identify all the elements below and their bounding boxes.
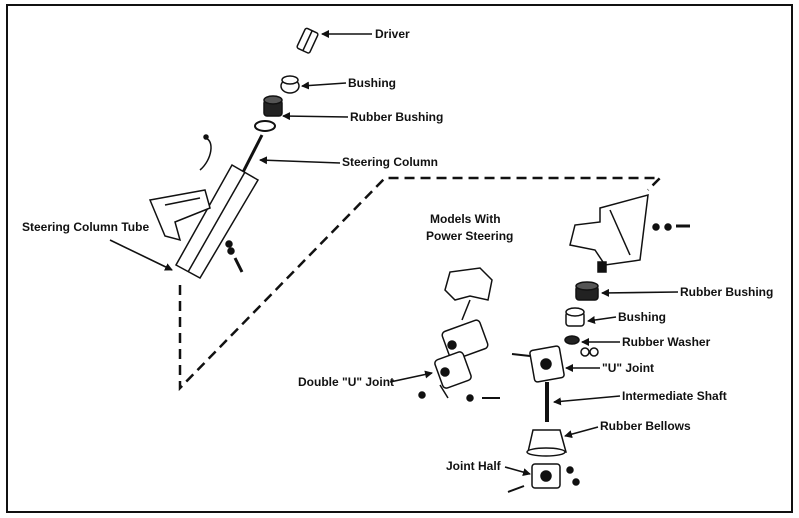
label-bushing-right: Bushing <box>618 310 666 324</box>
double-u-joint-assembly <box>418 267 500 402</box>
label-rubber-bellows: Rubber Bellows <box>600 419 691 433</box>
label-driver: Driver <box>375 27 410 41</box>
label-joint-half: Joint Half <box>446 459 501 473</box>
label-rubber-bushing-top: Rubber Bushing <box>350 110 444 124</box>
label-models-line2: Power Steering <box>426 229 514 243</box>
label-bushing-top: Bushing <box>348 76 396 90</box>
steering-column-assembly <box>148 27 319 280</box>
dashed-outline <box>178 176 664 392</box>
bushing-part-top <box>280 75 300 94</box>
label-rubber-washer: Rubber Washer <box>622 335 711 349</box>
label-rubber-bushing-right: Rubber Bushing <box>680 285 774 299</box>
mount-bracket <box>148 189 211 242</box>
label-models-line1: Models With <box>430 212 501 226</box>
ring-part <box>254 120 276 132</box>
label-steering-column: Steering Column <box>342 155 439 169</box>
figure-border <box>6 4 793 513</box>
label-u-joint: "U" Joint <box>602 361 655 375</box>
rubber-bushing-part-top <box>263 95 283 117</box>
leader-lines <box>109 30 679 476</box>
label-steering-column-tube: Steering Column Tube <box>22 220 150 234</box>
intermediate-shaft-assembly <box>507 193 690 493</box>
label-intermediate-shaft: Intermediate Shaft <box>622 389 727 403</box>
driver-part <box>296 27 319 54</box>
label-double-u-joint: Double "U" Joint <box>298 375 395 389</box>
